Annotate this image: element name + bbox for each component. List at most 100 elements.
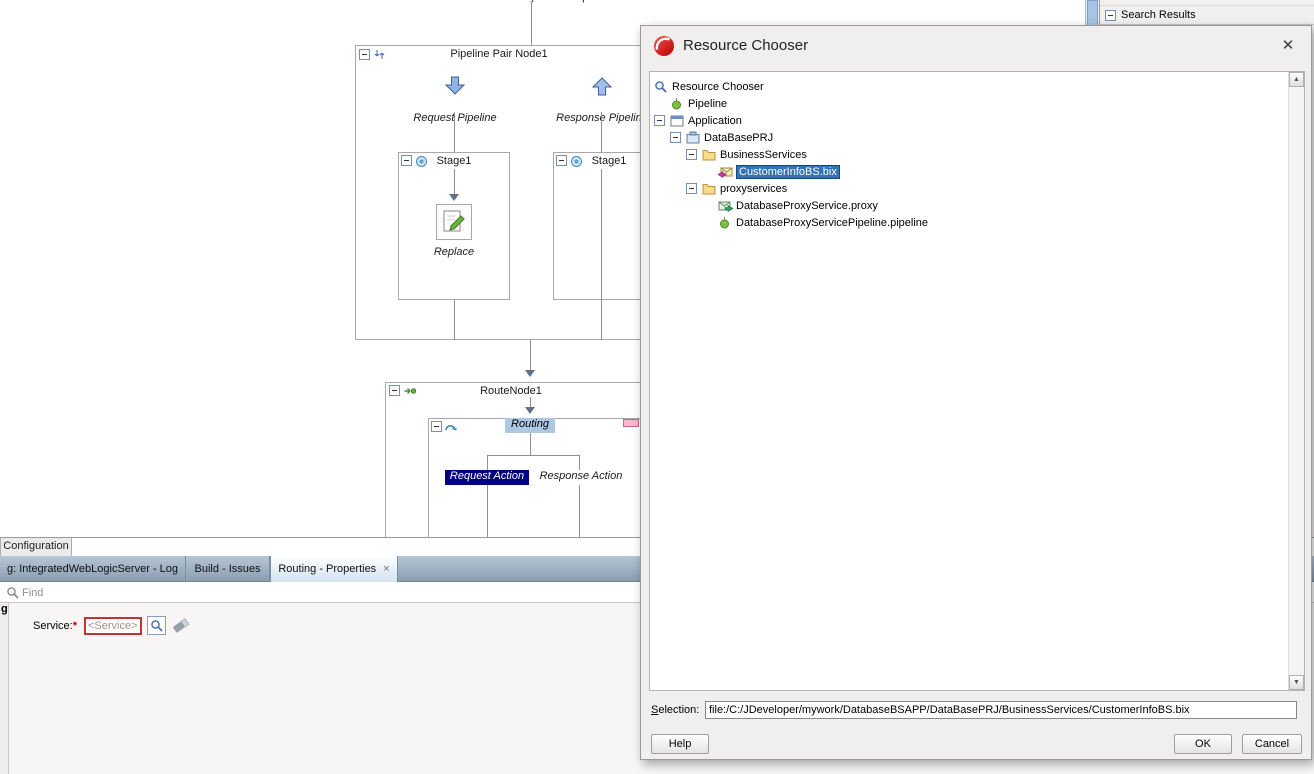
connector-line [530,340,531,371]
selection-path-input[interactable] [705,701,1297,719]
tab-close-icon[interactable]: × [383,563,390,575]
collapse-toggle[interactable] [389,385,400,396]
cancel-button[interactable]: Cancel [1242,734,1302,754]
eraser-icon[interactable] [170,616,192,638]
clipped-pipeline-title: DatabaseProxyServicePipeline [446,0,626,3]
tree-item-label-selected: CustomerInfoBS.bix [736,164,840,179]
resource-chooser-dialog: Resource Chooser ✕ Resource Chooser Pipe… [640,25,1312,760]
search-icon [6,586,19,602]
tree-item-label: BusinessServices [720,148,807,161]
arrowhead-icon [525,407,535,414]
tree-item-label: Application [688,114,742,127]
collapse-toggle[interactable] [556,155,567,166]
request-action-label[interactable]: Request Action [445,470,529,485]
required-mark: * [72,620,78,632]
tree-item-databaseproxyservicepipeline[interactable]: DatabaseProxyServicePipeline.pipeline [650,214,1304,231]
replace-action-node[interactable] [436,204,472,240]
connector-line [487,485,488,537]
proxy-service-icon [718,200,733,212]
tree-item-label: DatabaseProxyServicePipeline.pipeline [736,216,929,229]
application-icon [670,114,685,127]
search-icon [654,80,669,93]
node-title[interactable]: Stage1 [436,155,472,167]
request-pipeline-label[interactable]: Request Pipeline [413,112,497,124]
tree-scrollbar[interactable]: ▲ ▼ [1288,72,1304,690]
collapse-toggle[interactable] [401,155,412,166]
oracle-logo-icon [653,35,675,60]
connector-line [531,3,532,45]
tree-item-customerinfobs[interactable]: CustomerInfoBS.bix [650,163,1304,180]
pipeline-pair-icon [373,48,386,61]
tree-item-label: Resource Chooser [672,80,764,93]
close-icon[interactable]: ✕ [1281,37,1295,54]
routing-label[interactable]: Routing [505,418,555,433]
dialog-title: Resource Chooser [683,37,809,54]
tree-item-label: proxyservices [720,182,788,195]
error-badge [623,419,639,427]
connector-line [454,112,455,152]
connector-line [601,169,602,340]
tree-item-label: Pipeline [688,97,728,110]
request-pipeline-arrow-icon[interactable] [444,76,466,99]
scroll-down-icon[interactable]: ▼ [1289,675,1304,690]
find-input[interactable] [22,582,382,603]
node-title[interactable]: Pipeline Pair Node1 [450,48,548,60]
tree-item-proxyservices[interactable]: proxyservices [650,180,1304,197]
search-results-header[interactable]: Search Results [1100,5,1314,25]
connector-line [454,300,455,340]
ok-button[interactable]: OK [1174,734,1232,754]
connector-line [454,169,455,195]
connector-line [530,433,531,455]
resource-tree[interactable]: Resource Chooser Pipeline Application Da… [649,71,1305,691]
routing-icon [444,421,459,434]
tab-configuration[interactable]: Configuration [0,538,72,557]
node-title[interactable]: RouteNode1 [480,385,542,397]
search-icon [151,620,163,632]
collapse-toggle[interactable] [670,132,681,143]
pipeline-icon [670,97,685,110]
project-icon [686,131,701,144]
connector-line [601,112,602,152]
collapse-toggle[interactable] [1105,10,1116,21]
scroll-up-icon[interactable]: ▲ [1289,72,1304,87]
folder-icon [702,149,717,161]
tree-item-databaseproxyservice[interactable]: DatabaseProxyService.proxy [650,197,1304,214]
collapse-toggle[interactable] [654,115,665,126]
clipped-side-panel: g [0,603,9,774]
connector-line [487,455,580,456]
business-service-icon [718,166,733,178]
connector-line [530,397,531,408]
collapse-toggle[interactable] [359,49,370,60]
tree-item-databaseprj[interactable]: DataBasePRJ [650,129,1304,146]
tab-label: Routing - Properties [278,563,377,575]
route-icon [403,384,417,397]
help-button[interactable]: Help [651,734,709,754]
tab-routing-properties[interactable]: Routing - Properties × [270,556,398,582]
response-action-label[interactable]: Response Action [539,470,623,482]
collapse-toggle[interactable] [431,421,442,432]
service-input[interactable] [84,617,142,635]
tab-log[interactable]: g: IntegratedWebLogicServer - Log [0,556,186,582]
arrowhead-icon [525,370,535,377]
tree-item-businessservices[interactable]: BusinessServices [650,146,1304,163]
service-browse-button[interactable] [147,616,166,635]
replace-action-label[interactable]: Replace [433,246,475,258]
replace-icon [443,210,465,232]
pipeline-file-icon [718,216,733,229]
panel-header-label: Search Results [1121,9,1196,21]
folder-icon [702,183,717,195]
connector-line [579,455,580,470]
collapse-toggle[interactable] [686,149,697,160]
tree-item-resource-chooser[interactable]: Resource Chooser [650,78,1304,95]
collapse-toggle[interactable] [686,183,697,194]
tree-item-pipeline[interactable]: Pipeline [650,95,1304,112]
tree-item-application[interactable]: Application [650,112,1304,129]
clipped-text: g [1,603,8,615]
tab-build-issues[interactable]: Build - Issues [186,556,270,582]
response-pipeline-arrow-icon[interactable] [591,76,613,99]
node-title[interactable]: Stage1 [591,155,627,167]
connector-line [487,455,488,470]
stage-icon [570,155,583,168]
stage-icon [415,155,428,168]
